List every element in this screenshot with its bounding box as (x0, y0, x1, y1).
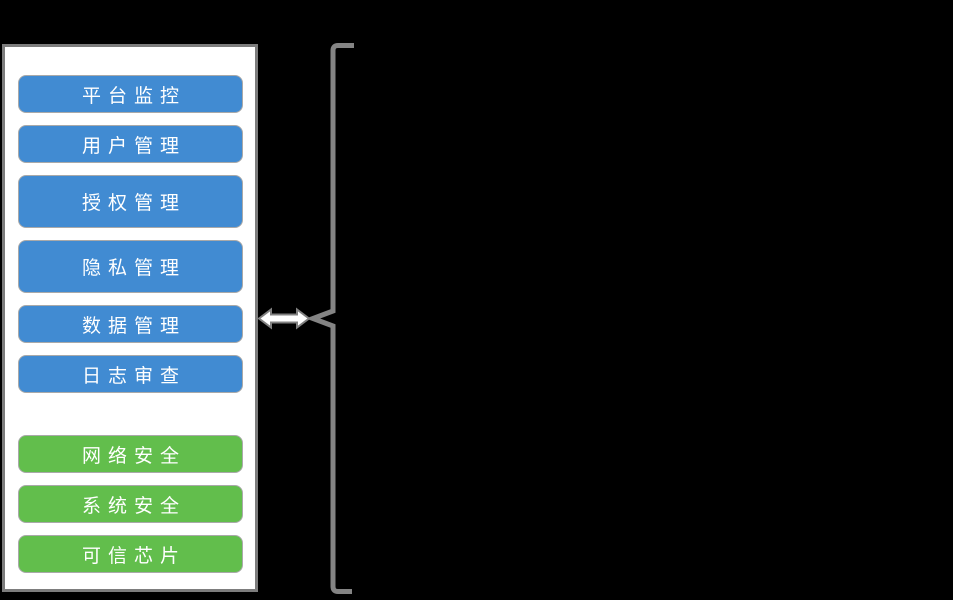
module-button-management-modules-2[interactable]: 授权管理 (18, 175, 243, 228)
left-brace-icon (305, 43, 354, 594)
module-button-management-modules-3[interactable]: 隐私管理 (18, 240, 243, 293)
bidirectional-arrow-icon (257, 307, 311, 330)
module-button-management-modules-0[interactable]: 平台监控 (18, 75, 243, 113)
module-button-security-modules-0[interactable]: 网络安全 (18, 435, 243, 473)
module-panel: 平台监控用户管理授权管理隐私管理数据管理日志审查 网络安全系统安全可信芯片 (2, 44, 258, 592)
module-button-management-modules-1[interactable]: 用户管理 (18, 125, 243, 163)
module-button-security-modules-1[interactable]: 系统安全 (18, 485, 243, 523)
group-spacer (18, 405, 243, 423)
module-button-management-modules-5[interactable]: 日志审查 (18, 355, 243, 393)
module-button-management-modules-4[interactable]: 数据管理 (18, 305, 243, 343)
module-button-security-modules-2[interactable]: 可信芯片 (18, 535, 243, 573)
